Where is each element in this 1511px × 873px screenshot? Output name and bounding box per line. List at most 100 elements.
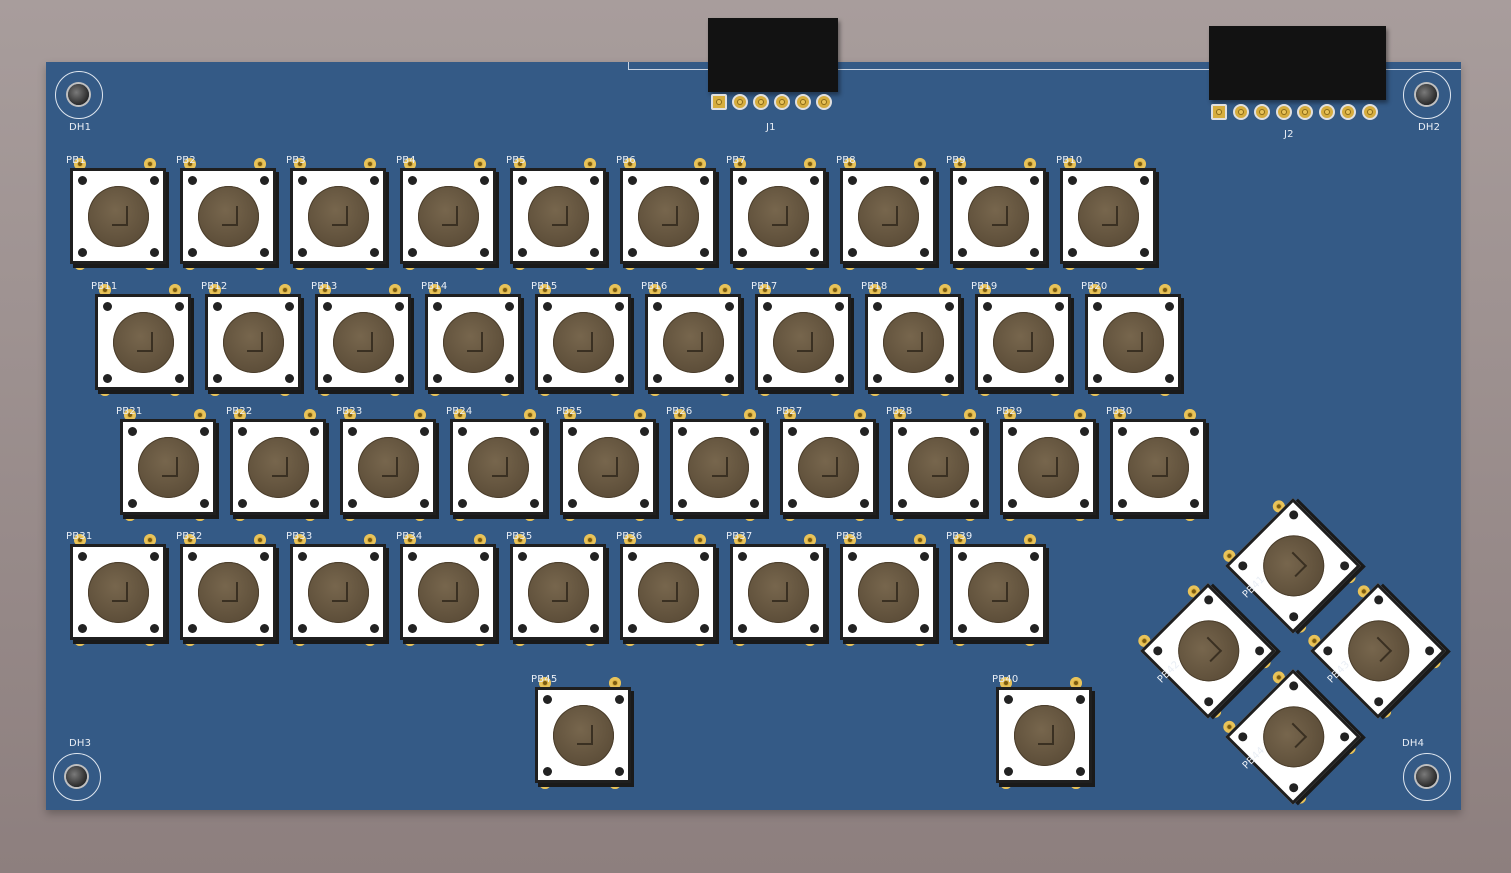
push-button[interactable]: PB18 bbox=[859, 281, 971, 396]
corner-dot bbox=[1055, 302, 1064, 311]
button-cap[interactable] bbox=[358, 437, 419, 498]
push-button[interactable]: PB35 bbox=[504, 531, 616, 646]
push-button[interactable]: PB22 bbox=[224, 406, 336, 521]
button-cap[interactable] bbox=[1165, 607, 1252, 694]
push-button[interactable]: PB17 bbox=[749, 281, 861, 396]
button-cap[interactable] bbox=[1103, 312, 1164, 373]
push-button[interactable]: PB13 bbox=[309, 281, 421, 396]
push-button[interactable]: PB25 bbox=[554, 406, 666, 521]
corner-dot bbox=[700, 248, 709, 257]
push-button[interactable]: PB4 bbox=[394, 155, 506, 270]
push-button[interactable]: PB9 bbox=[944, 155, 1056, 270]
push-button[interactable]: PB39 bbox=[944, 531, 1056, 646]
push-button[interactable]: PB29 bbox=[994, 406, 1106, 521]
button-cap[interactable] bbox=[663, 312, 724, 373]
button-cap[interactable] bbox=[88, 562, 149, 623]
button-cap[interactable] bbox=[468, 437, 529, 498]
button-cap[interactable] bbox=[308, 186, 369, 247]
button-cap[interactable] bbox=[1250, 522, 1337, 609]
button-cap[interactable] bbox=[798, 437, 859, 498]
connector-pin bbox=[816, 94, 832, 110]
push-button[interactable]: PB5 bbox=[504, 155, 616, 270]
button-cap[interactable] bbox=[858, 186, 919, 247]
push-button[interactable]: PB36 bbox=[614, 531, 726, 646]
push-button[interactable]: PB16 bbox=[639, 281, 751, 396]
button-cap[interactable] bbox=[883, 312, 944, 373]
button-cap[interactable] bbox=[968, 186, 1029, 247]
push-button[interactable]: PB23 bbox=[334, 406, 446, 521]
push-button[interactable]: PB24 bbox=[444, 406, 556, 521]
corner-dot bbox=[175, 302, 184, 311]
button-cap[interactable] bbox=[908, 437, 969, 498]
button-cap[interactable] bbox=[333, 312, 394, 373]
button-cap[interactable] bbox=[968, 562, 1029, 623]
button-cap[interactable] bbox=[578, 437, 639, 498]
push-button[interactable]: PB38 bbox=[834, 531, 946, 646]
button-cap[interactable] bbox=[528, 186, 589, 247]
push-button[interactable]: PB10 bbox=[1054, 155, 1166, 270]
button-cap[interactable] bbox=[688, 437, 749, 498]
button-cap[interactable] bbox=[418, 186, 479, 247]
push-button[interactable]: PB1 bbox=[64, 155, 176, 270]
button-cap[interactable] bbox=[1018, 437, 1079, 498]
button-cap[interactable] bbox=[113, 312, 174, 373]
corner-dot bbox=[678, 427, 687, 436]
push-button[interactable]: PB30 bbox=[1104, 406, 1216, 521]
solder-pad bbox=[194, 409, 206, 421]
button-cap[interactable] bbox=[1335, 607, 1422, 694]
solder-pad bbox=[854, 409, 866, 421]
push-button[interactable]: PB37 bbox=[724, 531, 836, 646]
push-button[interactable]: PB12 bbox=[199, 281, 311, 396]
button-cap[interactable] bbox=[638, 562, 699, 623]
push-button[interactable]: PB28 bbox=[884, 406, 996, 521]
push-button[interactable]: PB15 bbox=[529, 281, 641, 396]
button-cap[interactable] bbox=[1014, 705, 1075, 766]
solder-pad bbox=[1134, 158, 1146, 170]
button-cap[interactable] bbox=[198, 562, 259, 623]
button-label: PB5 bbox=[506, 155, 526, 166]
push-button[interactable]: PB33 bbox=[284, 531, 396, 646]
push-button[interactable]: PB7 bbox=[724, 155, 836, 270]
button-cap[interactable] bbox=[248, 437, 309, 498]
button-cap[interactable] bbox=[308, 562, 369, 623]
button-cap[interactable] bbox=[528, 562, 589, 623]
button-cap[interactable] bbox=[993, 312, 1054, 373]
push-button[interactable]: PB32 bbox=[174, 531, 286, 646]
button-cap[interactable] bbox=[858, 562, 919, 623]
push-button[interactable]: PB2 bbox=[174, 155, 286, 270]
button-cap[interactable] bbox=[1078, 186, 1139, 247]
push-button[interactable]: PB8 bbox=[834, 155, 946, 270]
button-cap[interactable] bbox=[418, 562, 479, 623]
button-cap[interactable] bbox=[638, 186, 699, 247]
corner-dot bbox=[1140, 248, 1149, 257]
push-button[interactable]: PB45 bbox=[529, 674, 641, 789]
button-cap[interactable] bbox=[773, 312, 834, 373]
push-button[interactable]: PB3 bbox=[284, 155, 396, 270]
button-cap[interactable] bbox=[1128, 437, 1189, 498]
push-button[interactable]: PB27 bbox=[774, 406, 886, 521]
solder-pad bbox=[184, 534, 196, 546]
push-button[interactable]: PB19 bbox=[969, 281, 1081, 396]
button-cap[interactable] bbox=[1250, 693, 1337, 780]
button-cap[interactable] bbox=[553, 312, 614, 373]
push-button[interactable]: PB34 bbox=[394, 531, 506, 646]
push-button[interactable]: PB11 bbox=[89, 281, 201, 396]
connector-pin bbox=[1211, 104, 1227, 120]
button-cap[interactable] bbox=[88, 186, 149, 247]
push-button[interactable]: PB26 bbox=[664, 406, 776, 521]
button-cap[interactable] bbox=[748, 562, 809, 623]
push-button[interactable]: PB6 bbox=[614, 155, 726, 270]
push-button[interactable]: PB31 bbox=[64, 531, 176, 646]
mounting-hole bbox=[55, 71, 103, 119]
button-cap[interactable] bbox=[553, 705, 614, 766]
button-cap[interactable] bbox=[443, 312, 504, 373]
button-cap[interactable] bbox=[138, 437, 199, 498]
push-button[interactable]: PB40 bbox=[990, 674, 1102, 789]
button-cap[interactable] bbox=[198, 186, 259, 247]
button-cap[interactable] bbox=[223, 312, 284, 373]
push-button[interactable]: PB20 bbox=[1079, 281, 1191, 396]
push-button[interactable]: PB14 bbox=[419, 281, 531, 396]
button-cap[interactable] bbox=[748, 186, 809, 247]
corner-dot bbox=[530, 427, 539, 436]
push-button[interactable]: PB21 bbox=[114, 406, 226, 521]
